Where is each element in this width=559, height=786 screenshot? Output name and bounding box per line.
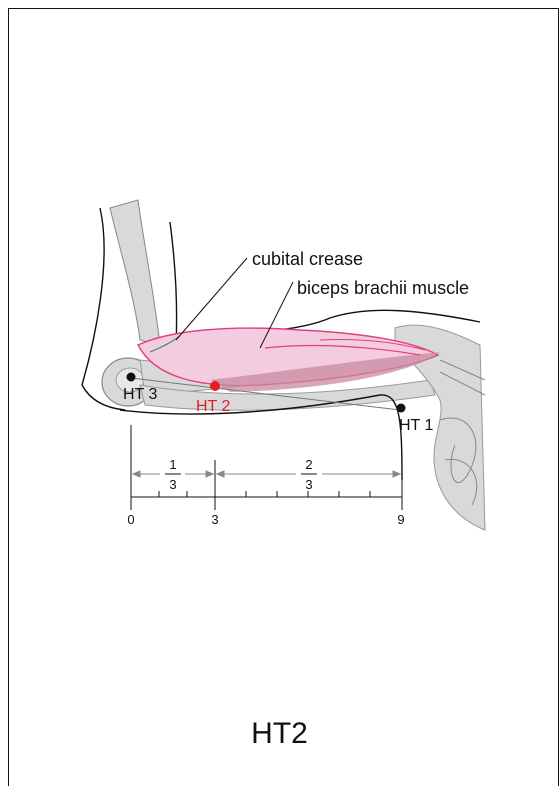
tick-label-9: 9	[397, 512, 404, 527]
cubital-crease-label: cubital crease	[252, 249, 363, 269]
ht1-point	[397, 404, 406, 413]
fraction-right-den: 3	[305, 477, 312, 492]
upper-arm-back-outline	[170, 222, 177, 345]
fraction-left-num: 1	[169, 457, 176, 472]
ht2-label: HT 2	[196, 398, 230, 415]
biceps-label: biceps brachii muscle	[297, 278, 469, 298]
tick-label-0: 0	[127, 512, 134, 527]
fraction-right-num: 2	[305, 457, 312, 472]
ht1-label: HT 1	[399, 417, 433, 434]
humerus-bone	[110, 200, 160, 345]
fraction-left-den: 3	[169, 477, 176, 492]
tick-label-3: 3	[211, 512, 218, 527]
page-title: HT2	[0, 717, 559, 751]
ht3-point	[127, 373, 136, 382]
ht2-point	[210, 381, 220, 391]
ht3-label: HT 3	[123, 386, 157, 403]
